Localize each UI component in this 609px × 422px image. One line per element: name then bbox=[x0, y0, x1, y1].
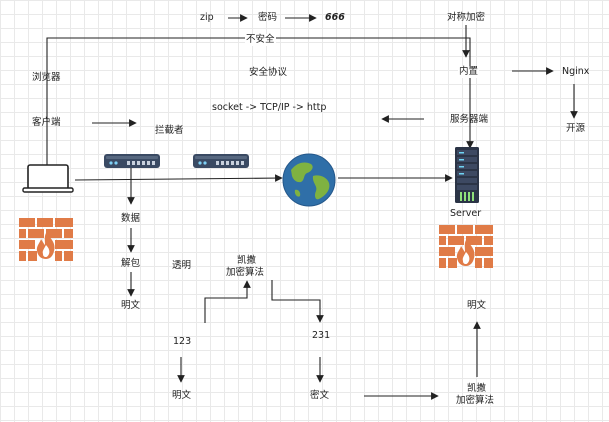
arrow-123-to-caesar bbox=[204, 280, 251, 323]
label-symmetric-encryption: 对称加密 bbox=[447, 12, 486, 23]
firewall-icon bbox=[19, 218, 73, 261]
label-caesar-right-line1: 凯撒 bbox=[467, 383, 487, 394]
label-server: Server bbox=[450, 208, 482, 219]
label-ciphertext: 密文 bbox=[310, 390, 330, 401]
label-666: 666 bbox=[325, 12, 345, 23]
label-builtin: 内置 bbox=[458, 66, 480, 78]
label-insecure: 不安全 bbox=[245, 34, 276, 46]
label-123: 123 bbox=[173, 336, 192, 347]
label-security-protocol: 安全协议 bbox=[249, 67, 288, 78]
label-transparent: 透明 bbox=[172, 260, 192, 271]
label-caesar-right-line2: 加密算法 bbox=[456, 395, 495, 406]
arrow-caesar-to-231 bbox=[271, 280, 324, 323]
label-interceptor: 拦截者 bbox=[155, 125, 184, 136]
label-open-source: 开源 bbox=[566, 123, 586, 134]
label-plaintext-bottom: 明文 bbox=[172, 390, 192, 401]
label-plaintext-right: 明文 bbox=[467, 300, 487, 311]
router-icon bbox=[193, 154, 249, 168]
label-browser: 浏览器 bbox=[32, 72, 61, 83]
globe-icon bbox=[282, 153, 336, 207]
label-caesar-line1: 凯撒 bbox=[237, 255, 257, 266]
laptop-icon bbox=[22, 164, 74, 193]
label-caesar-line2: 加密算法 bbox=[226, 267, 265, 278]
label-server-side: 服务器端 bbox=[450, 114, 489, 125]
label-password: 密码 bbox=[258, 12, 278, 23]
server-rack-icon bbox=[455, 147, 479, 203]
label-plaintext-left: 明文 bbox=[121, 300, 141, 311]
label-zip: zip bbox=[200, 12, 214, 23]
line-laptop-to-globe bbox=[74, 174, 283, 182]
label-client: 客户端 bbox=[32, 117, 61, 128]
label-nginx: Nginx bbox=[562, 66, 590, 77]
label-unpack: 解包 bbox=[121, 258, 141, 269]
label-231: 231 bbox=[312, 330, 331, 341]
firewall-icon bbox=[439, 225, 493, 268]
label-protocol-stack: socket -> TCP/IP -> http bbox=[212, 102, 327, 113]
router-icon bbox=[104, 154, 160, 168]
label-data: 数据 bbox=[121, 213, 141, 224]
